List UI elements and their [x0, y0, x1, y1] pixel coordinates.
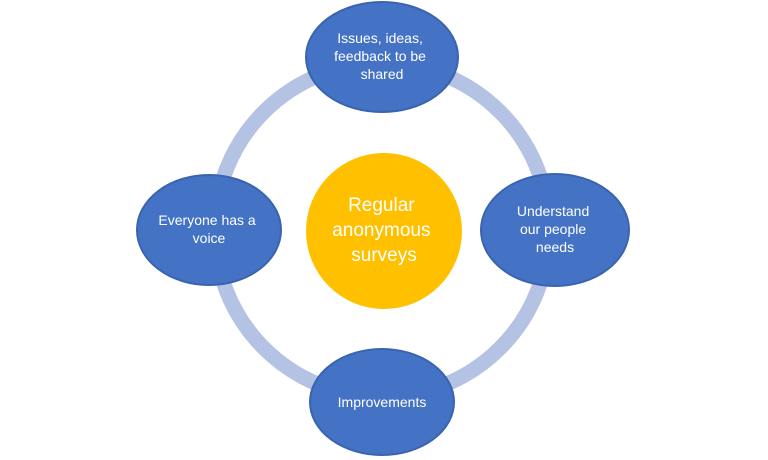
svg-text:Regular anonymous: Regular anonymous surveys [332, 195, 436, 266]
node-left: Everyone has a voice [136, 174, 282, 286]
node-bottom: Improvements [309, 348, 455, 456]
node-right-line-3: needs [536, 239, 574, 255]
node-left-line-1: Everyone has a [158, 212, 255, 228]
node-top-line-3: shared [361, 66, 404, 82]
center-node-circle [306, 153, 462, 309]
node-top-ellipse [305, 1, 459, 113]
center-label-line-1: Regular [348, 195, 415, 216]
node-bottom-ellipse [309, 348, 455, 456]
center-label-line-3: surveys [351, 245, 416, 266]
svg-text:Improvements: Improvements [338, 394, 427, 410]
svg-text:Issues, ideas, feedback: Issues, ideas, feedback to be shared [334, 30, 430, 82]
svg-text:Understand our people: Understand our people needs [517, 203, 593, 255]
node-right-line-2: our people [520, 221, 586, 237]
node-bottom-line-1: Improvements [338, 394, 427, 410]
node-top-line-1: Issues, ideas, [337, 30, 423, 46]
node-right-ellipse [480, 173, 630, 287]
node-left-line-2: voice [193, 230, 226, 246]
node-top: Issues, ideas, feedback to be shared [305, 1, 459, 113]
svg-text:Everyone has a voice: Everyone has a voice [158, 212, 259, 246]
node-top-line-2: feedback to be [334, 48, 426, 64]
center-label-line-2: anonymous [332, 220, 430, 241]
node-right: Understand our people needs [480, 173, 630, 287]
node-left-ellipse [136, 174, 282, 286]
center-node: Regular anonymous surveys [306, 153, 462, 309]
node-right-line-1: Understand [517, 203, 589, 219]
